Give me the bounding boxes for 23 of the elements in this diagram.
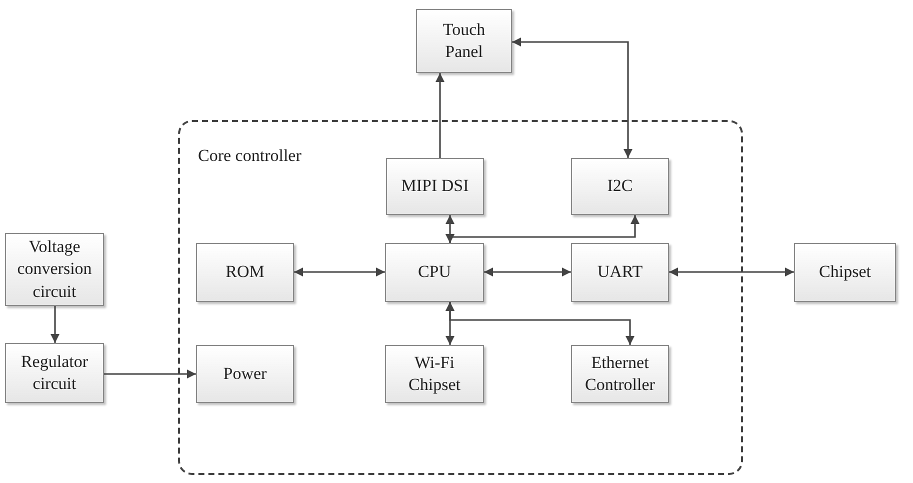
connector-arrow <box>484 268 571 276</box>
connector-arrow <box>104 370 196 378</box>
block-box: I2C <box>571 158 669 215</box>
connector-arrow <box>436 73 444 158</box>
group-title: Core controller <box>198 146 302 166</box>
connector-arrow <box>446 215 640 243</box>
block-box: ROM <box>196 243 294 302</box>
connector-arrow <box>512 38 632 158</box>
block-box: MIPI DSI <box>386 158 484 215</box>
block-box: Voltage conversion circuit <box>5 233 104 306</box>
block-box: Power <box>196 345 294 403</box>
block-box: UART <box>571 243 669 302</box>
connector-arrow <box>50 306 60 343</box>
connector-arrow <box>294 268 385 276</box>
block-box: Regulator circuit <box>5 343 104 403</box>
connector-arrow <box>446 302 634 345</box>
block-box: Touch Panel <box>416 9 512 73</box>
block-box: Ethernet Controller <box>571 345 669 403</box>
connector-arrow <box>669 268 794 276</box>
block-box: CPU <box>385 243 484 302</box>
block-box: Wi-Fi Chipset <box>385 345 484 403</box>
block-box: Chipset <box>794 243 896 302</box>
dashed-group-frame <box>178 120 743 475</box>
